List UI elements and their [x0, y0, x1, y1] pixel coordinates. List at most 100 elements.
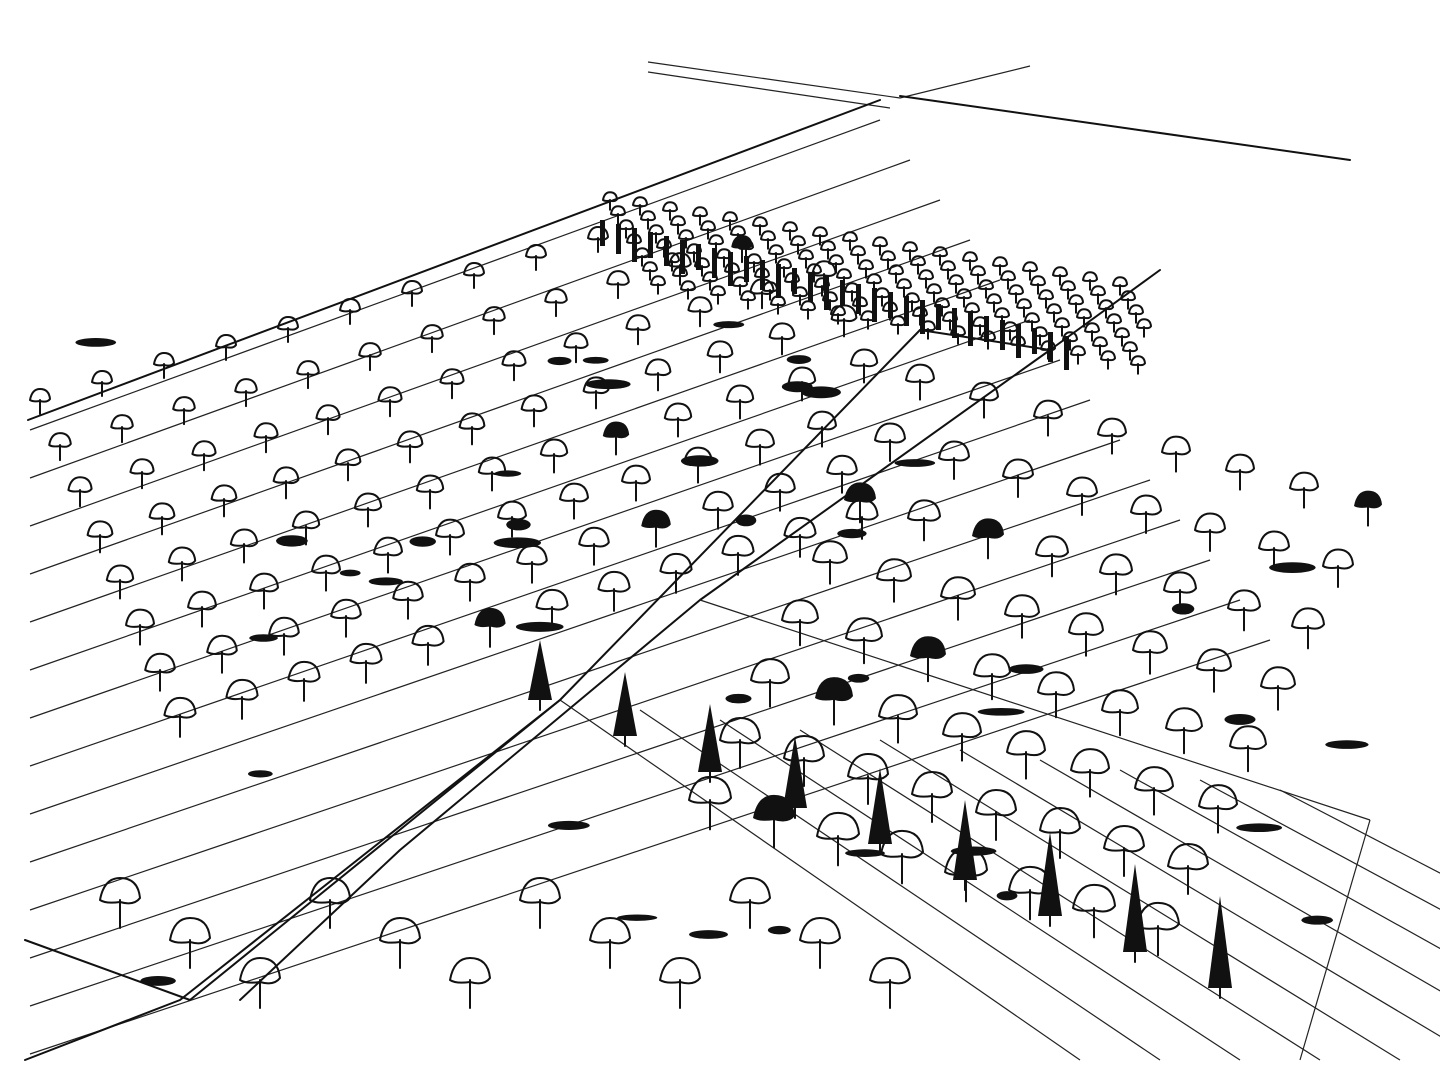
tree-icon [782, 221, 798, 241]
tree-icon [1136, 901, 1180, 957]
tree-icon [880, 250, 896, 270]
row-line [29, 399, 1091, 767]
shadow-icon [582, 356, 609, 364]
tree-icon [1097, 417, 1127, 455]
tree-icon [1354, 490, 1382, 527]
row-line [29, 639, 1271, 1055]
tree-icon [973, 653, 1011, 701]
tree-icon [732, 276, 748, 296]
tree-icon [1291, 607, 1325, 650]
tree-icon [849, 348, 879, 384]
tree-icon [1289, 471, 1319, 509]
tree-icon [798, 249, 814, 269]
conifer-icon [648, 232, 653, 258]
tree-icon [277, 316, 299, 343]
conifer-icon [1123, 864, 1147, 963]
tree-icon [1227, 589, 1261, 632]
tree-icon [670, 215, 686, 235]
tree-icon [729, 877, 771, 929]
tree-icon [539, 438, 569, 474]
row-line [29, 559, 1211, 959]
tree-icon [760, 230, 776, 250]
row-line [29, 119, 881, 431]
conifer-icon [744, 256, 749, 282]
conifer-icon [1016, 324, 1021, 358]
tree-icon [911, 771, 953, 823]
shadow-icon [950, 846, 997, 856]
tree-icon [1002, 458, 1034, 498]
tree-icon [358, 342, 382, 372]
conifer-icon [613, 672, 637, 747]
tree-icon [644, 358, 672, 392]
tree-icon [67, 476, 93, 508]
tree-icon [722, 211, 738, 231]
conifer-icon [728, 252, 733, 286]
tree-icon [648, 224, 664, 244]
tree-icon [501, 350, 527, 382]
tree-icon [721, 534, 755, 576]
tree-icon [688, 775, 732, 831]
row-line [29, 279, 1001, 623]
tree-icon [740, 290, 756, 310]
shadow-icon [1325, 740, 1369, 749]
shadow-icon [247, 770, 273, 778]
road-lines [24, 61, 1371, 1061]
tree-icon [597, 570, 631, 612]
tree-icon [129, 458, 155, 490]
shadow-icon [725, 693, 752, 704]
tree-icon [750, 658, 790, 708]
tree-icon [940, 576, 976, 621]
tree-icon [86, 520, 114, 554]
tree-icon [415, 474, 445, 510]
tree-icon [1120, 290, 1136, 310]
shadow-icon [837, 528, 867, 539]
tree-icon [1022, 261, 1038, 281]
tree-icon [392, 580, 424, 620]
row-line [1039, 759, 1440, 992]
tree-icon [731, 235, 753, 264]
conifer-icon [792, 268, 797, 294]
tree-icon [812, 226, 828, 246]
tree-icon [411, 624, 445, 666]
tree-icon [842, 231, 858, 251]
tree-icon [1070, 345, 1086, 365]
tree-icon [1082, 271, 1098, 291]
tree-icon [659, 552, 693, 594]
tree-icon [210, 484, 238, 518]
tree-icon [880, 829, 924, 885]
tree-icon [876, 558, 912, 603]
tree-icon [563, 332, 589, 364]
tree-icon [1098, 299, 1114, 319]
tree-icon [1066, 476, 1098, 516]
conifer-icon [968, 312, 973, 346]
tree-icon [816, 811, 860, 867]
tree-icon [589, 917, 631, 969]
tree-icon [850, 245, 866, 265]
tree-icon [869, 957, 911, 1009]
shadow-icon [847, 673, 870, 683]
tree-icon [907, 499, 941, 542]
tree-icon [125, 608, 155, 646]
tree-icon [1161, 435, 1191, 473]
shadow-icon [1171, 603, 1195, 615]
tree-icon [474, 607, 506, 648]
shadow-icon [977, 707, 1025, 716]
tree-icon [373, 536, 403, 574]
row-line [719, 719, 1241, 1061]
conifer-icon [1000, 320, 1005, 350]
row-line [29, 159, 911, 479]
tree-icon [163, 696, 197, 738]
shadow-icon [996, 891, 1018, 901]
tree-icon [632, 196, 648, 216]
tree-icon [910, 636, 946, 683]
tree-icon [420, 324, 444, 354]
conifer-icon [936, 304, 941, 330]
conifer-icon [868, 768, 892, 855]
tree-icon [872, 236, 888, 256]
shadow-icon [786, 355, 812, 364]
tree-icon [618, 219, 634, 239]
tree-icon [353, 492, 383, 528]
shadow-icon [276, 535, 308, 547]
tree-icon [1037, 671, 1075, 719]
conifer-icon [698, 704, 722, 783]
